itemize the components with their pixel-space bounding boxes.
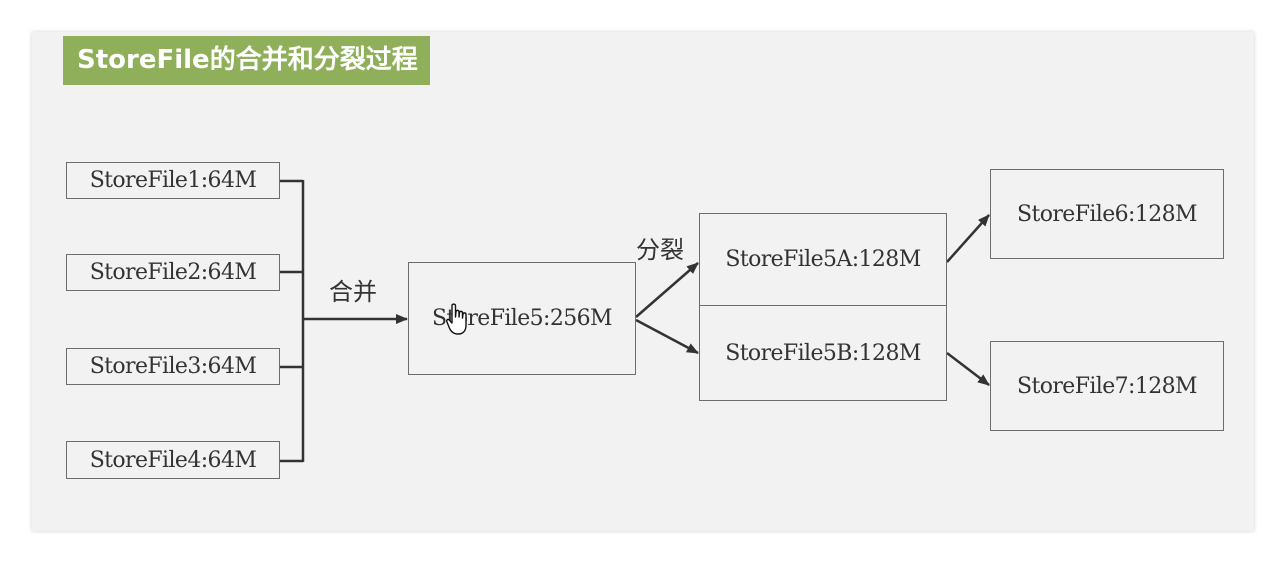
storefile-4-box: StoreFile4:64M <box>66 441 280 479</box>
storefile-5-box: StoreFile5:256M <box>408 262 636 375</box>
slide-title: StoreFile的合并和分裂过程 <box>63 36 430 85</box>
split-arrow-a <box>635 262 699 318</box>
split-arrow-b <box>635 318 699 355</box>
storefile-3-box: StoreFile3:64M <box>66 348 280 385</box>
merge-label: 合并 <box>329 278 377 306</box>
storefile-6-box: StoreFile6:128M <box>990 169 1224 259</box>
storefile-2-box: StoreFile2:64M <box>66 254 280 291</box>
storefile-5a-box: StoreFile5A:128M <box>699 213 947 306</box>
split-label: 分裂 <box>636 236 684 264</box>
arrow-5a-to-6 <box>946 214 990 263</box>
storefile-1-box: StoreFile1:64M <box>66 162 280 199</box>
storefile-7-box: StoreFile7:128M <box>990 341 1224 431</box>
hand-pointer-icon <box>446 303 467 335</box>
storefile-5b-box: StoreFile5B:128M <box>699 305 947 401</box>
arrow-5b-to-7 <box>946 352 990 386</box>
